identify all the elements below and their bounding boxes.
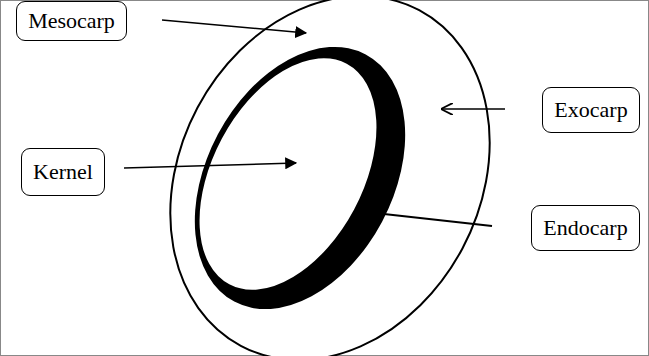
leader-line — [124, 163, 296, 168]
leader-line — [162, 20, 306, 33]
label-box: Exocarp — [542, 87, 640, 133]
part-name: Endocarp — [543, 216, 627, 240]
label-box: Kernel — [21, 148, 105, 196]
leader-line — [384, 214, 492, 226]
exocarp-outline — [108, 0, 551, 356]
label-box: Endocarp — [531, 205, 640, 251]
kernel-area — [162, 27, 415, 321]
part-name: Kernel — [33, 160, 93, 184]
part-name: Mesocarp — [28, 9, 115, 33]
leader-line — [442, 108, 505, 110]
part-name: Exocarp — [554, 98, 627, 122]
endocarp-ring — [152, 11, 448, 346]
label-box: Mesocarp — [16, 1, 127, 41]
